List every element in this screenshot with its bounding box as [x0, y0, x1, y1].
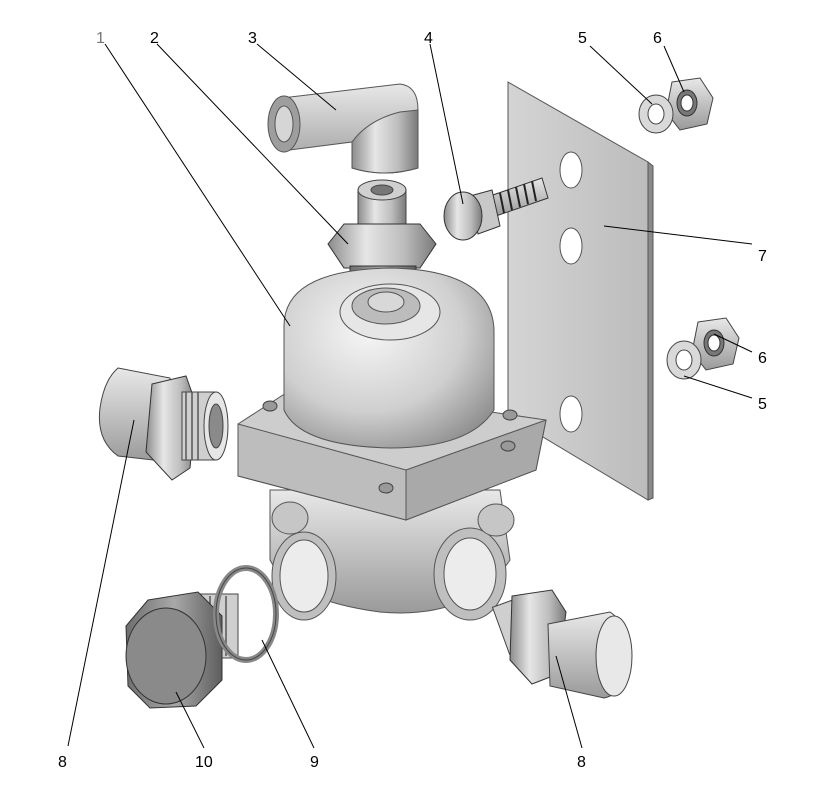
callout-2: 2 [150, 30, 159, 47]
callout-5b: 5 [758, 396, 767, 413]
callout-labels: 1 2 3 4 5 6 7 6 5 8 10 9 8 [58, 30, 767, 771]
leader-3 [256, 43, 337, 111]
plug [125, 591, 239, 709]
straight-fitting-right [491, 589, 633, 699]
callout-7: 7 [758, 248, 767, 265]
leader-7 [603, 225, 753, 245]
leader-lines [67, 43, 753, 749]
callout-3: 3 [248, 30, 257, 47]
valve-body [237, 267, 547, 621]
leader-9 [261, 639, 315, 749]
leader-8b [555, 655, 583, 749]
bolt [443, 177, 549, 241]
leader-6a [663, 45, 685, 93]
upper-nut-washer [638, 77, 714, 134]
sealing-ring [213, 565, 279, 663]
leader-2 [156, 43, 349, 245]
callout-6a: 6 [653, 30, 662, 47]
leader-5a [589, 45, 653, 105]
elbow-fitting [267, 83, 419, 174]
callout-5a: 5 [578, 30, 587, 47]
leader-4 [429, 43, 464, 205]
leader-6b [713, 333, 753, 353]
callout-6b: 6 [758, 350, 767, 367]
callout-10: 10 [195, 754, 213, 771]
leader-8a [67, 419, 135, 747]
callout-8b: 8 [577, 754, 586, 771]
callout-4: 4 [424, 30, 433, 47]
callout-8a: 8 [58, 754, 67, 771]
straight-fitting-left [98, 367, 229, 481]
leader-5b [683, 375, 753, 399]
leader-1 [104, 43, 291, 327]
leader-10 [175, 691, 205, 749]
callout-9: 9 [310, 754, 319, 771]
lower-nut-washer [666, 317, 740, 380]
callout-1: 1 [96, 30, 105, 47]
